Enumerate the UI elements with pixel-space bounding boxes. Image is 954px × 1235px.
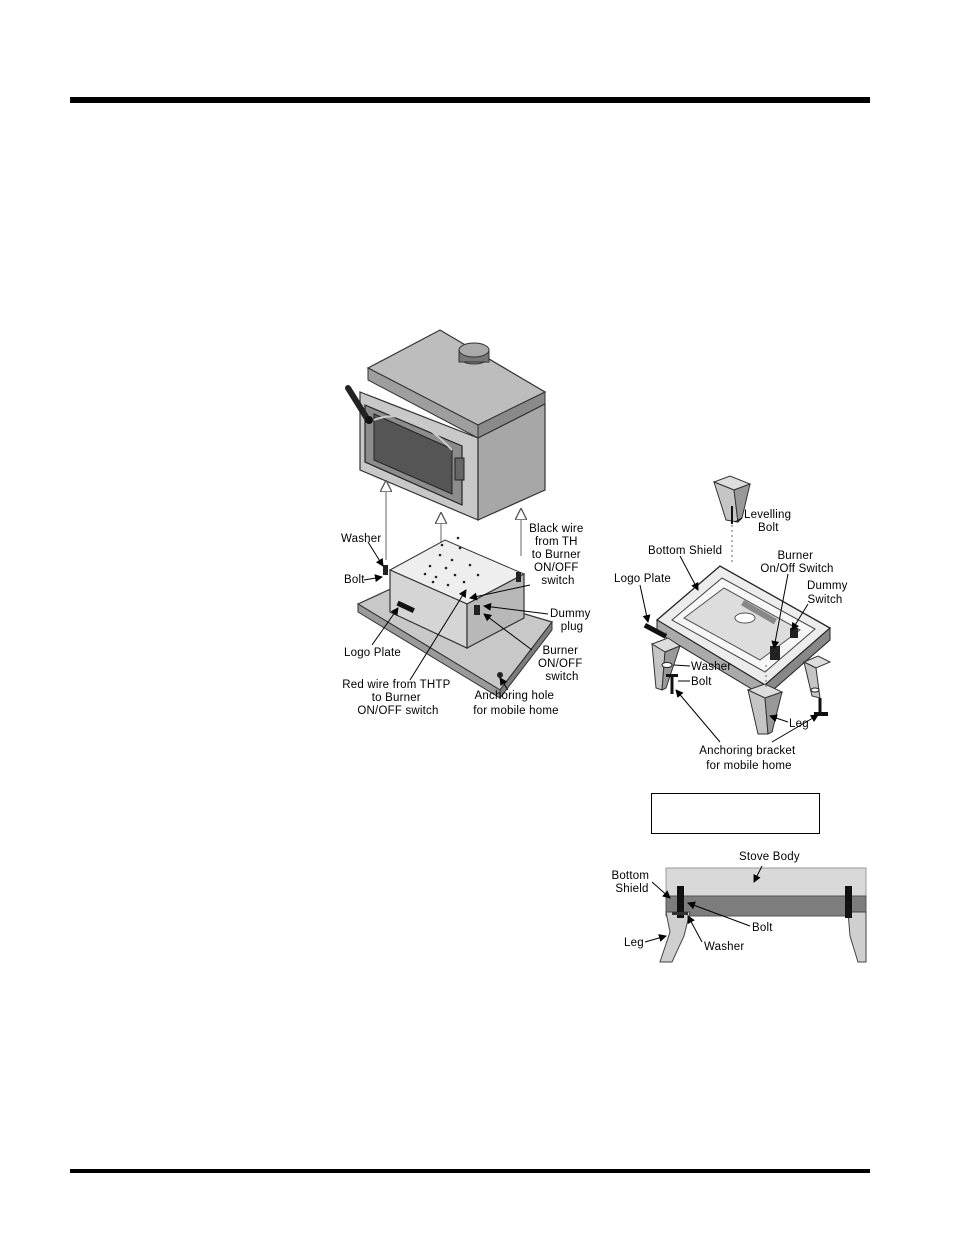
label-bottom-shield-3: Bottom Shield [611, 870, 652, 895]
label-washer-3: Washer [704, 941, 744, 953]
label-bolt-2: Bolt [691, 676, 712, 688]
label-bottom-shield: Bottom Shield [648, 545, 722, 557]
header-rule [70, 97, 870, 103]
label-logo-plate-2: Logo Plate [614, 573, 671, 585]
label-bolt: Bolt [344, 574, 365, 586]
label-anchoring-hole: Anchoring hole for mobile home [473, 690, 558, 717]
label-anchoring-bracket: Anchoring bracket for mobile home [699, 745, 799, 772]
stove-exploded-diagram: Washer Bolt Logo Plate Red wire from THT… [341, 329, 594, 717]
label-black-wire: Black wire from TH to Burner ON/OFF swit… [529, 523, 587, 587]
label-red-wire: Red wire from THTP to Burner ON/OFF swit… [342, 679, 453, 717]
label-washer-2: Washer [691, 661, 731, 673]
label-bolt-3: Bolt [752, 922, 773, 934]
bottom-shield-legs-diagram: Levelling Bolt Bottom Shield Burner On/O… [614, 475, 851, 772]
label-leg-2: Leg [789, 718, 809, 730]
label-burner-switch: Burner ON/OFF switch [538, 645, 586, 683]
label-levelling-bolt: Levelling Bolt [744, 509, 795, 534]
label-logo-plate: Logo Plate [344, 647, 401, 659]
label-washer: Washer [341, 533, 381, 545]
label-dummy-plug: Dummy plug [550, 608, 594, 633]
figure-caption-box [651, 793, 820, 834]
label-stove-body: Stove Body [739, 851, 800, 863]
label-burner-switch-2: Burner On/Off Switch [760, 550, 833, 575]
label-dummy-switch: Dummy Switch [807, 580, 851, 606]
label-leg-3: Leg [624, 937, 644, 949]
footer-rule [70, 1169, 870, 1173]
leg-attachment-detail: Stove Body Bottom Shield Bolt Leg Washer [611, 851, 867, 963]
